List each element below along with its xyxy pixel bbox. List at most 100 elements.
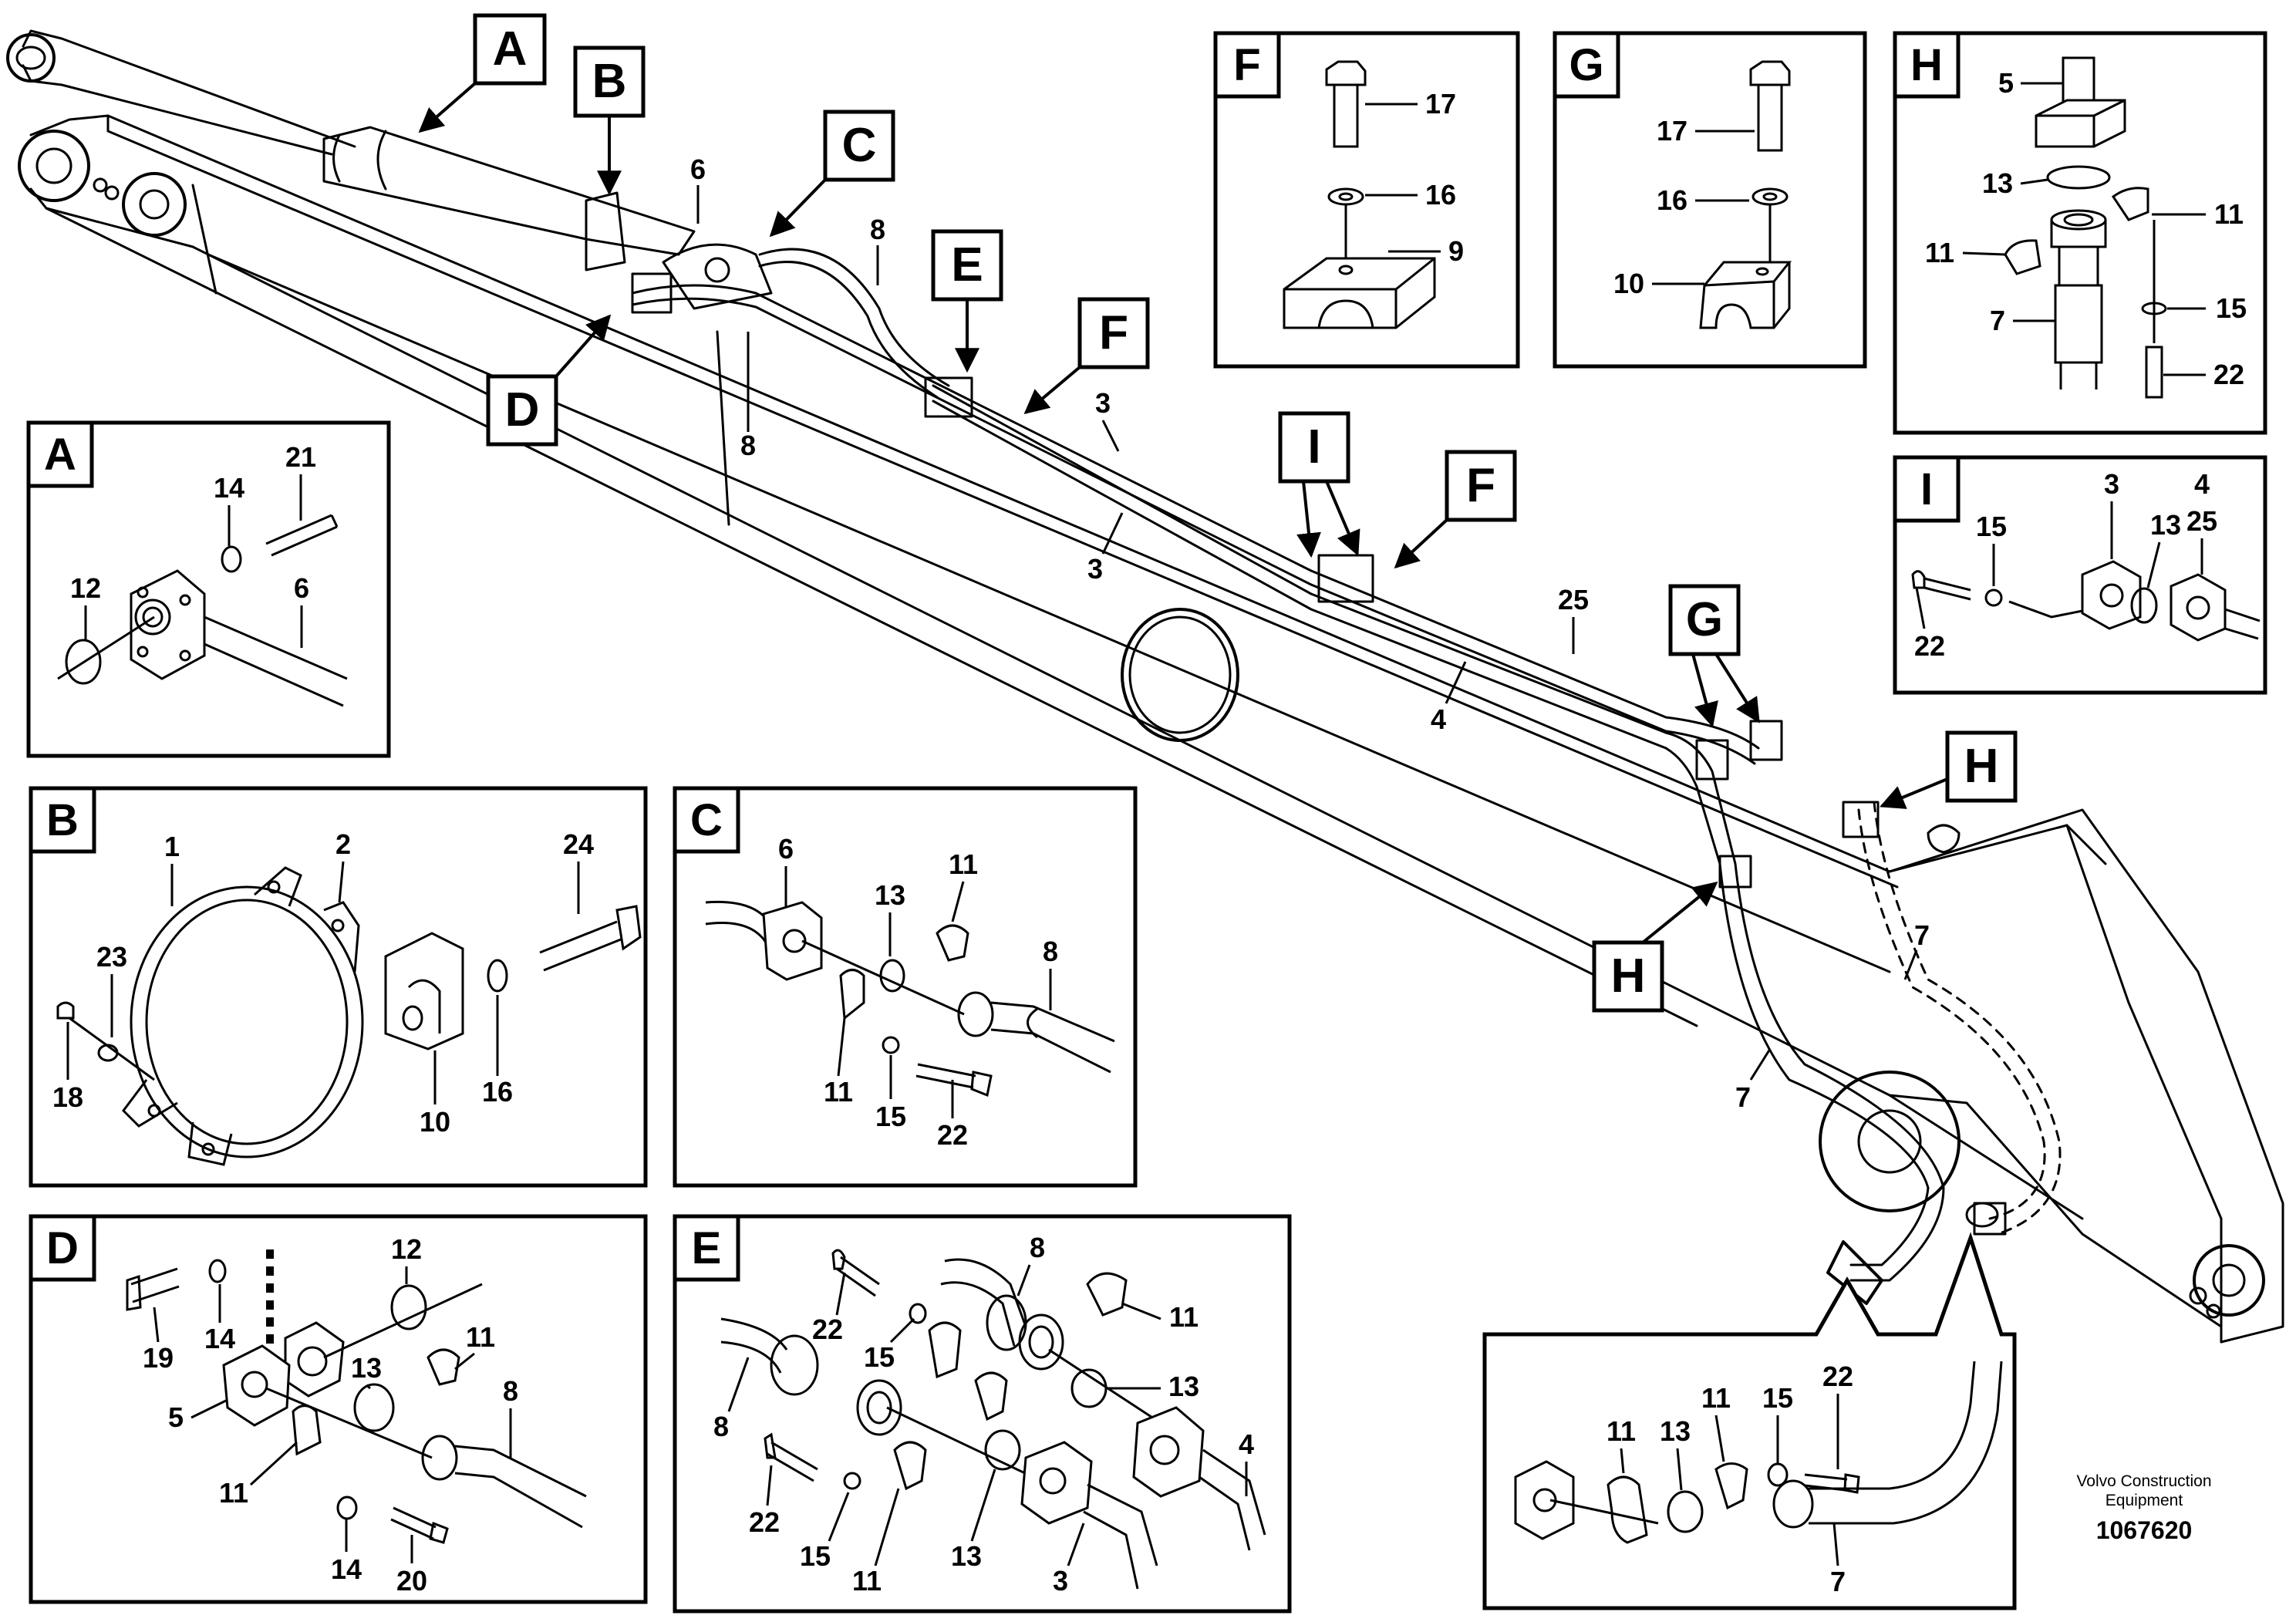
panel-C-label-11b: 11 (824, 1076, 853, 1108)
panel-B-label-16: 16 (482, 1076, 513, 1108)
detail-label-15: 15 (1762, 1382, 1793, 1414)
callout-C[interactable]: C (769, 110, 895, 238)
detail-panel-H: H 5 13 11 11 7 15 22 (1893, 31, 2267, 435)
bolt-clamp-icon (1283, 60, 1436, 329)
callout-B[interactable]: B (573, 46, 646, 196)
callout-G-label: G (1686, 593, 1723, 646)
callout-A[interactable]: A (418, 13, 547, 133)
callout-G[interactable]: G (1668, 584, 1760, 728)
callout-D-label: D (505, 383, 540, 437)
panel-D-label-14a: 14 (204, 1323, 235, 1354)
callout-C-label: C (842, 119, 877, 172)
detail-label-11b: 11 (1607, 1415, 1636, 1447)
panel-A-label-6: 6 (294, 572, 309, 604)
panel-A-label-21: 21 (285, 441, 316, 473)
panel-H-label-15: 15 (2216, 292, 2247, 324)
panel-E-label-11a: 11 (1169, 1301, 1199, 1333)
detail-panel-D: D 12 19 14 11 (29, 1214, 648, 1604)
detail-panel-B: B 1 2 24 23 18 (29, 786, 648, 1188)
main-label-3b: 3 (1087, 553, 1103, 585)
hose-fitting-icon (2004, 56, 2167, 399)
panel-E-label-22a: 22 (812, 1313, 843, 1345)
panel-E-label-8b: 8 (713, 1411, 729, 1442)
detail-panel-I: I 15 3 4 13 25 22 (1893, 455, 2267, 695)
callout-F-upper[interactable]: F (1023, 297, 1150, 415)
panel-E-label-15b: 15 (800, 1540, 831, 1572)
flange-icon (57, 514, 348, 707)
callout-E[interactable]: E (931, 229, 1003, 373)
panel-H-label-5: 5 (1998, 67, 2014, 99)
detail-panel-E: E (673, 1214, 1292, 1614)
panel-H-label-11b: 11 (1925, 237, 1954, 268)
panel-D-label-13: 13 (351, 1352, 382, 1384)
panel-E-letter: E (692, 1223, 722, 1273)
panel-G-label-10: 10 (1613, 268, 1644, 299)
panel-D-label-11a: 11 (466, 1321, 495, 1353)
panel-B-label-18: 18 (52, 1081, 83, 1113)
main-label-3a: 3 (1095, 387, 1111, 419)
panel-D-label-20: 20 (396, 1565, 427, 1597)
flange-fitting-icon (126, 1249, 587, 1544)
callout-F-upper-label: F (1099, 306, 1128, 359)
panel-D-label-5: 5 (168, 1401, 184, 1433)
panel-E-label-4: 4 (1239, 1428, 1254, 1460)
panel-E-label-11b: 11 (852, 1565, 882, 1597)
panel-A-label-14: 14 (214, 472, 244, 504)
panel-C-label-8: 8 (1043, 936, 1058, 967)
panel-E-label-22b: 22 (749, 1506, 780, 1538)
brand-line-1: Volvo Construction (2076, 1472, 2212, 1490)
panel-B-label-23: 23 (96, 941, 127, 973)
callout-I-label: I (1307, 420, 1320, 474)
callout-H-right-label: H (1964, 740, 1999, 793)
callout-H-left[interactable]: H (1592, 881, 1718, 1013)
panel-D-label-19: 19 (143, 1342, 174, 1374)
panel-B-label-1: 1 (164, 831, 180, 862)
panel-I-letter: I (1920, 464, 1933, 514)
panel-E-label-15a: 15 (864, 1341, 895, 1373)
panel-C-label-22: 22 (937, 1119, 968, 1151)
panel-B-label-10: 10 (420, 1106, 450, 1138)
main-label-4: 4 (1431, 703, 1446, 735)
panel-F-letter: F (1233, 40, 1260, 90)
panel-D-letter: D (46, 1223, 79, 1273)
hose-fitting-icon (705, 900, 1115, 1098)
flange-joint-icon (1911, 560, 2261, 642)
main-label-25: 25 (1558, 584, 1589, 615)
panel-D-label-8: 8 (503, 1375, 518, 1407)
callout-F-lower[interactable]: F (1394, 450, 1517, 569)
main-label-6: 6 (690, 153, 706, 185)
detail-label-11a: 11 (1701, 1382, 1731, 1414)
callout-D[interactable]: D (486, 314, 612, 447)
detail-panel-G: G 17 16 10 (1553, 31, 1867, 369)
brand-line-2: Equipment (2105, 1492, 2183, 1509)
panel-D-label-11b: 11 (219, 1477, 248, 1509)
detail-panel-bottom: 11 15 22 11 13 7 (1482, 1232, 2017, 1610)
callout-H-left-label: H (1611, 949, 1646, 1003)
panel-E-label-13a: 13 (1168, 1371, 1199, 1402)
panel-H-label-11a: 11 (2214, 198, 2244, 230)
panel-B-label-24: 24 (563, 828, 594, 860)
callout-B-label: B (592, 55, 627, 108)
panel-E-label-8a: 8 (1030, 1232, 1045, 1263)
panel-A-label-12: 12 (70, 572, 101, 604)
callout-E-label: E (951, 238, 983, 292)
panel-F-label-17: 17 (1425, 88, 1456, 120)
main-label-7b: 7 (1735, 1081, 1751, 1113)
callout-H-right[interactable]: H (1880, 730, 2018, 809)
panel-E-label-3: 3 (1053, 1565, 1068, 1597)
panel-F-label-9: 9 (1448, 235, 1464, 267)
bolt-clamp-icon (1699, 60, 1792, 329)
panel-G-label-17: 17 (1657, 115, 1687, 147)
callout-I[interactable]: I (1278, 411, 1360, 558)
hose-coupling-icon (720, 1249, 1266, 1590)
hose-end-fitting-icon (1514, 1361, 2003, 1544)
panel-H-label-7: 7 (1990, 305, 2005, 336)
clamp-strap-icon (56, 866, 642, 1166)
panel-I-label-15: 15 (1976, 511, 2007, 542)
panel-E-label-13b: 13 (951, 1540, 982, 1572)
main-part-labels: 6 8 8 3 3 25 4 7 7 (690, 153, 1930, 1113)
panel-G-label-16: 16 (1657, 184, 1687, 216)
panel-I-label-4: 4 (2194, 468, 2210, 500)
